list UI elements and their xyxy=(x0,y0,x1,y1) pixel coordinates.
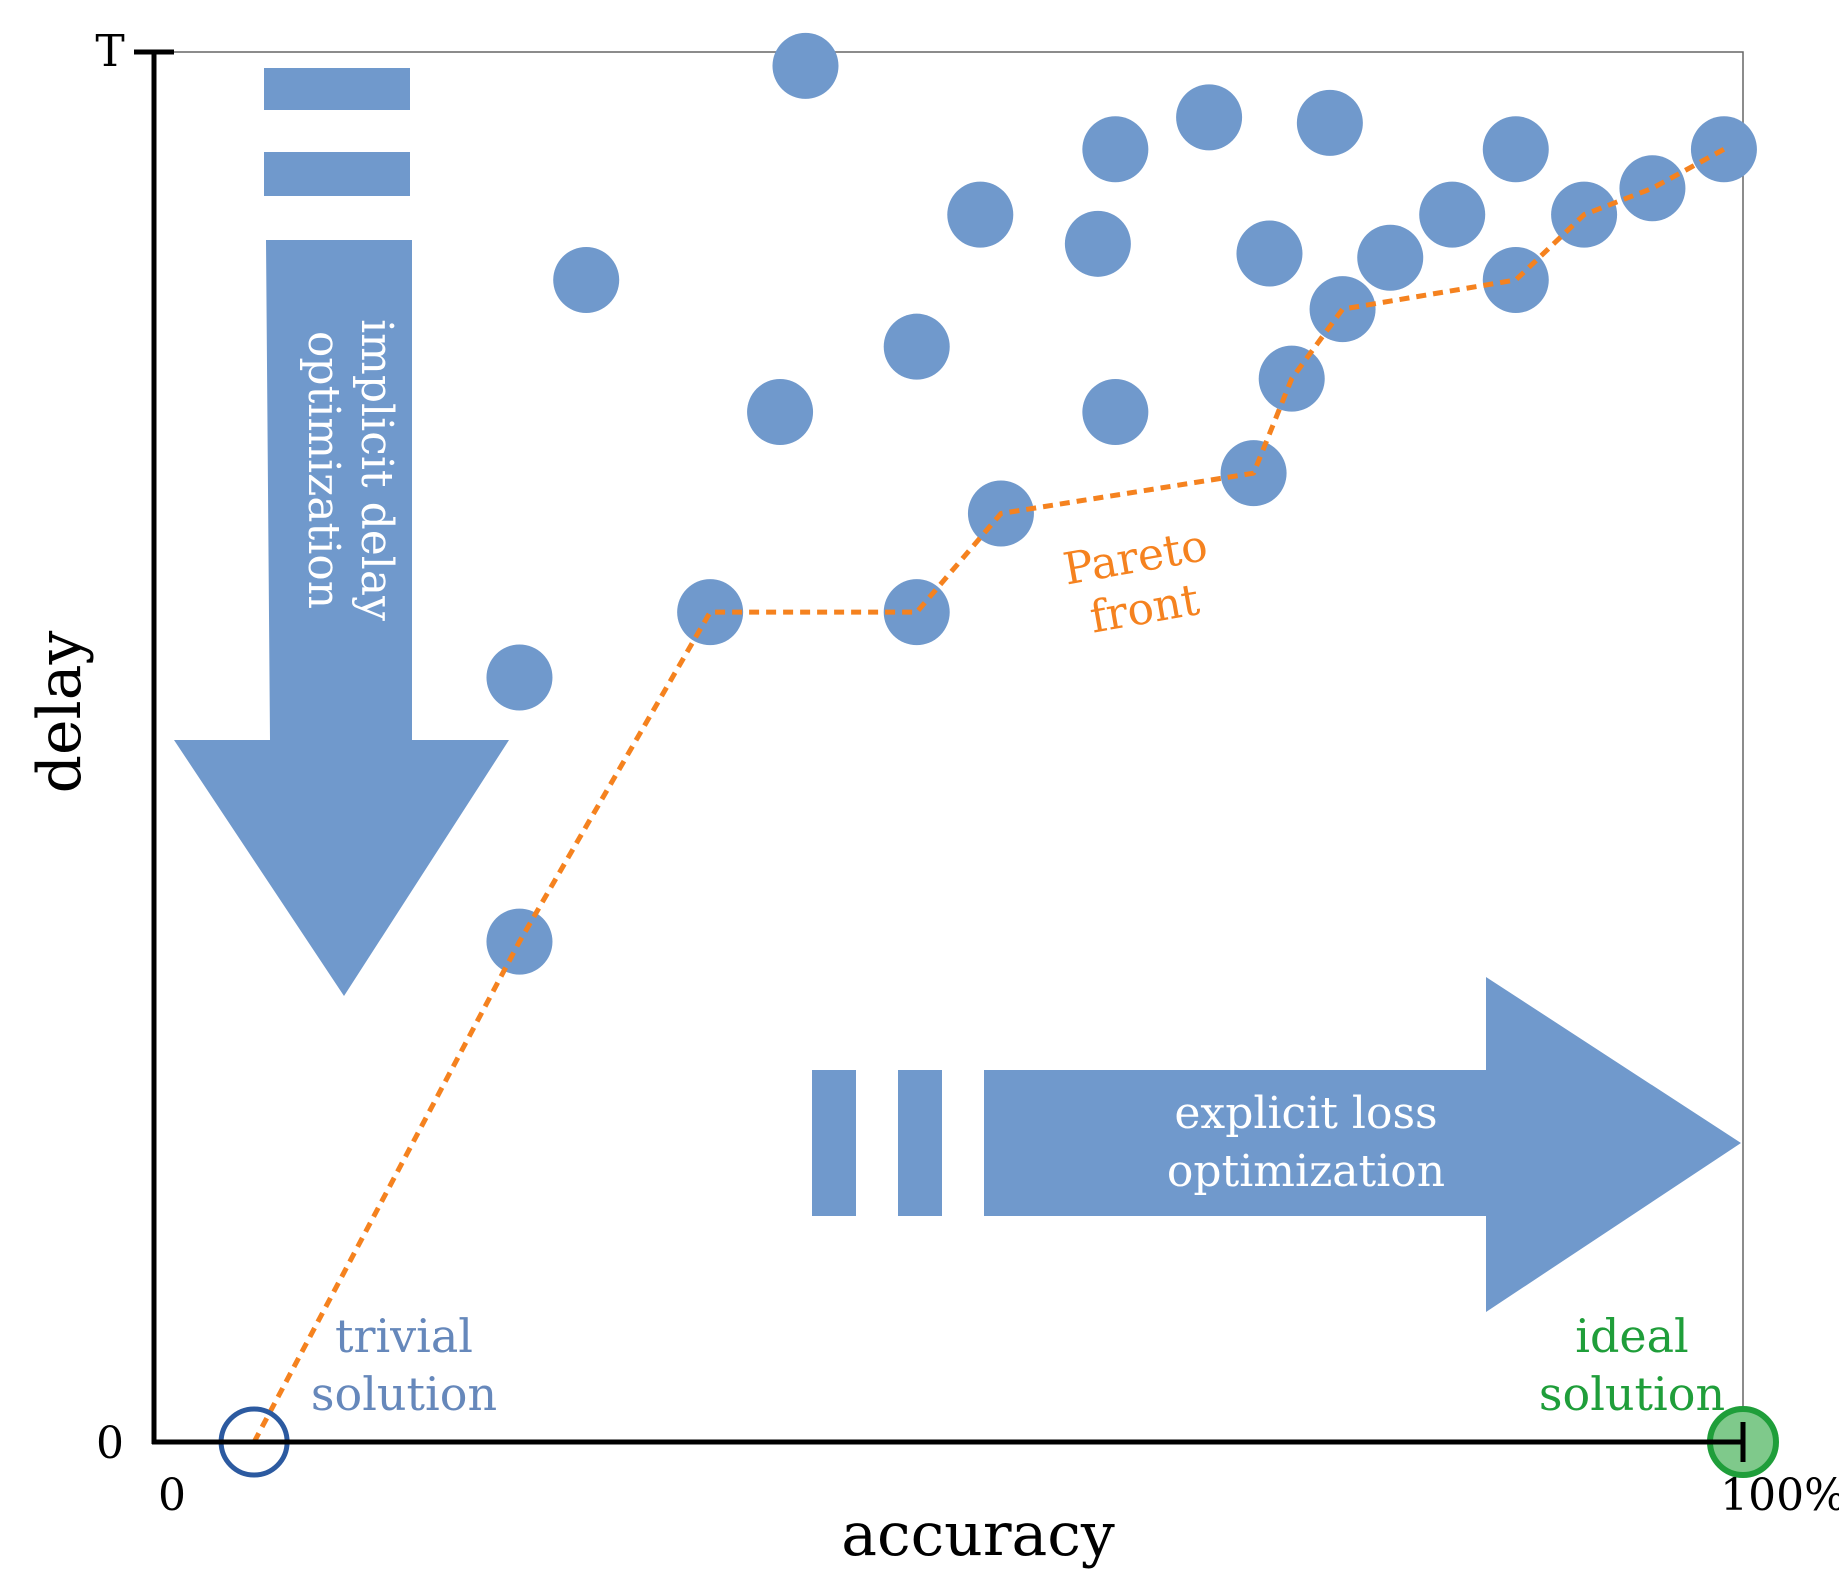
implicit-arrow-dash-2 xyxy=(264,152,410,196)
data-point xyxy=(1482,116,1549,183)
pareto-front-line xyxy=(251,147,1726,1444)
data-point xyxy=(772,32,839,99)
data-point xyxy=(1082,116,1149,183)
y-tick-label-T: T xyxy=(95,26,124,77)
data-point xyxy=(1482,246,1549,313)
implicit-label-line1: implicit delay xyxy=(351,319,402,621)
data-points xyxy=(486,32,1757,975)
trivial-label-line2: solution xyxy=(311,1367,497,1421)
implicit-delay-arrow xyxy=(174,68,509,996)
optimization-arrows xyxy=(174,68,1741,1312)
data-point xyxy=(677,579,744,646)
data-point xyxy=(1176,84,1243,151)
x-axis-label: accuracy xyxy=(841,1500,1115,1570)
y-tick-label-0: 0 xyxy=(96,1418,124,1469)
x-tick-label-0: 0 xyxy=(158,1470,186,1521)
data-point xyxy=(1690,116,1757,183)
data-point xyxy=(1064,210,1131,277)
data-point xyxy=(1419,181,1486,248)
data-point xyxy=(486,644,553,711)
data-point xyxy=(883,313,950,380)
implicit-label-line2: optimization xyxy=(298,331,349,609)
data-point xyxy=(553,246,620,313)
explicit-arrow-body xyxy=(984,977,1741,1312)
data-point xyxy=(1296,89,1363,156)
data-point xyxy=(1309,276,1376,343)
data-point xyxy=(1619,155,1686,222)
ideal-label-line2: solution xyxy=(1539,1367,1725,1421)
implicit-arrow-dash-1 xyxy=(264,68,410,110)
implicit-arrow-body xyxy=(174,240,509,996)
x-tick-label-100: 100% xyxy=(1720,1470,1839,1521)
ideal-label-line1: ideal xyxy=(1575,1309,1689,1363)
data-point xyxy=(1082,379,1149,446)
data-point xyxy=(747,379,814,446)
explicit-loss-arrow xyxy=(812,977,1741,1312)
explicit-label-line1: explicit loss xyxy=(1174,1088,1437,1139)
trivial-label-line1: trivial xyxy=(335,1309,473,1363)
explicit-arrow-dash-2 xyxy=(898,1070,942,1216)
data-point xyxy=(947,181,1014,248)
explicit-label-line2: optimization xyxy=(1167,1146,1445,1197)
data-point xyxy=(1236,220,1303,287)
pareto-label: Pareto front xyxy=(1060,520,1212,644)
explicit-arrow-dash-1 xyxy=(812,1070,856,1216)
data-point xyxy=(1357,224,1424,291)
y-axis-label: delay xyxy=(25,631,95,794)
